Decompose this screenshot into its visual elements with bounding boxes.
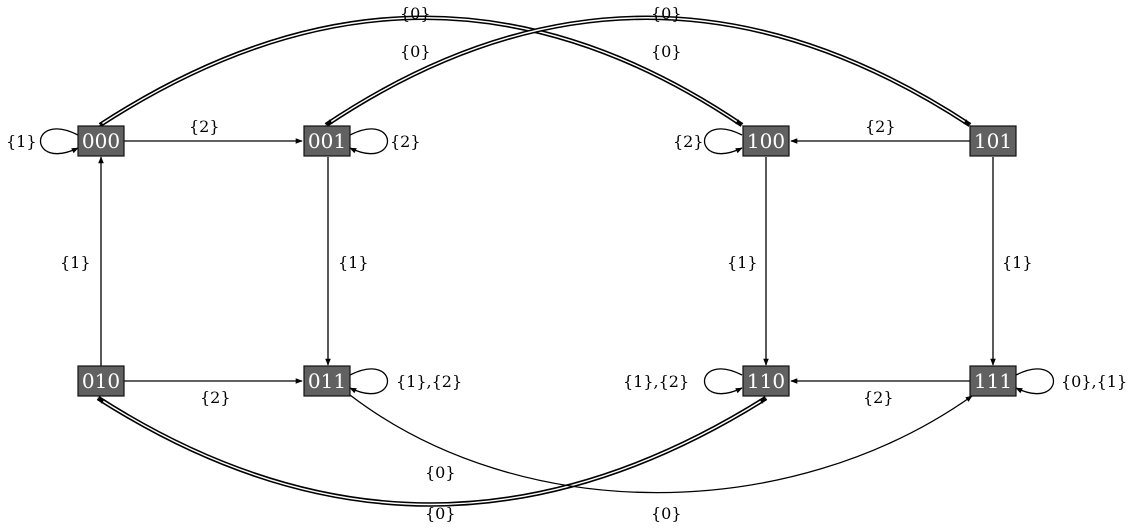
label-edge-010-000: {1} <box>60 253 91 272</box>
node-110-label: 110 <box>747 369 785 393</box>
node-110: 110 <box>742 365 790 397</box>
label-edge-001-101-outer: {0} <box>651 4 682 23</box>
label-edge-010-110-outer: {0} <box>425 504 456 523</box>
label-edge-000-100-inner: {0} <box>400 42 431 61</box>
node-101: 101 <box>969 125 1017 157</box>
label-edge-010-011: {2} <box>200 388 231 407</box>
node-001-label: 001 <box>308 129 346 153</box>
label-edge-001-011: {1} <box>338 253 369 272</box>
label-edge-101-111: {1} <box>1002 253 1033 272</box>
edge-000-100-double <box>97 15 744 129</box>
node-111: 111 <box>969 365 1017 397</box>
label-edge-111-110: {2} <box>863 388 894 407</box>
label-edge-010-110-inner: {0} <box>425 463 456 482</box>
label-edge-001-101-inner: {0} <box>651 42 682 61</box>
label-loop-110: {1},{2} <box>623 372 689 391</box>
loop-111 <box>1015 368 1055 395</box>
label-loop-100: {2} <box>673 132 704 151</box>
node-010-label: 010 <box>82 369 120 393</box>
label-loop-001: {2} <box>390 132 421 151</box>
loop-000 <box>39 128 79 155</box>
node-001: 001 <box>303 125 351 157</box>
label-loop-000: {1} <box>6 132 37 151</box>
loop-100 <box>703 128 743 155</box>
node-010: 010 <box>77 365 125 397</box>
label-loop-011: {1},{2} <box>396 372 462 391</box>
node-111-label: 111 <box>974 369 1012 393</box>
label-loop-111: {0},{1} <box>1061 372 1127 391</box>
loop-001 <box>349 128 389 155</box>
label-edge-101-100: {2} <box>865 117 896 136</box>
node-101-label: 101 <box>974 129 1012 153</box>
edge-010-110-double <box>96 396 768 507</box>
node-100: 100 <box>742 125 790 157</box>
edge-011-to-111 <box>349 394 973 494</box>
label-edge-100-110: {1} <box>727 253 758 272</box>
label-edge-011-111: {0} <box>651 504 682 523</box>
node-011-label: 011 <box>308 369 346 393</box>
node-000-label: 000 <box>82 129 120 153</box>
label-edge-000-100-outer: {0} <box>400 4 431 23</box>
loop-110 <box>703 368 743 395</box>
node-011: 011 <box>303 365 351 397</box>
node-000: 000 <box>77 125 125 157</box>
loop-011 <box>349 368 389 395</box>
label-edge-000-001: {2} <box>189 117 220 136</box>
node-100-label: 100 <box>747 129 785 153</box>
edge-001-101-double <box>324 15 972 127</box>
